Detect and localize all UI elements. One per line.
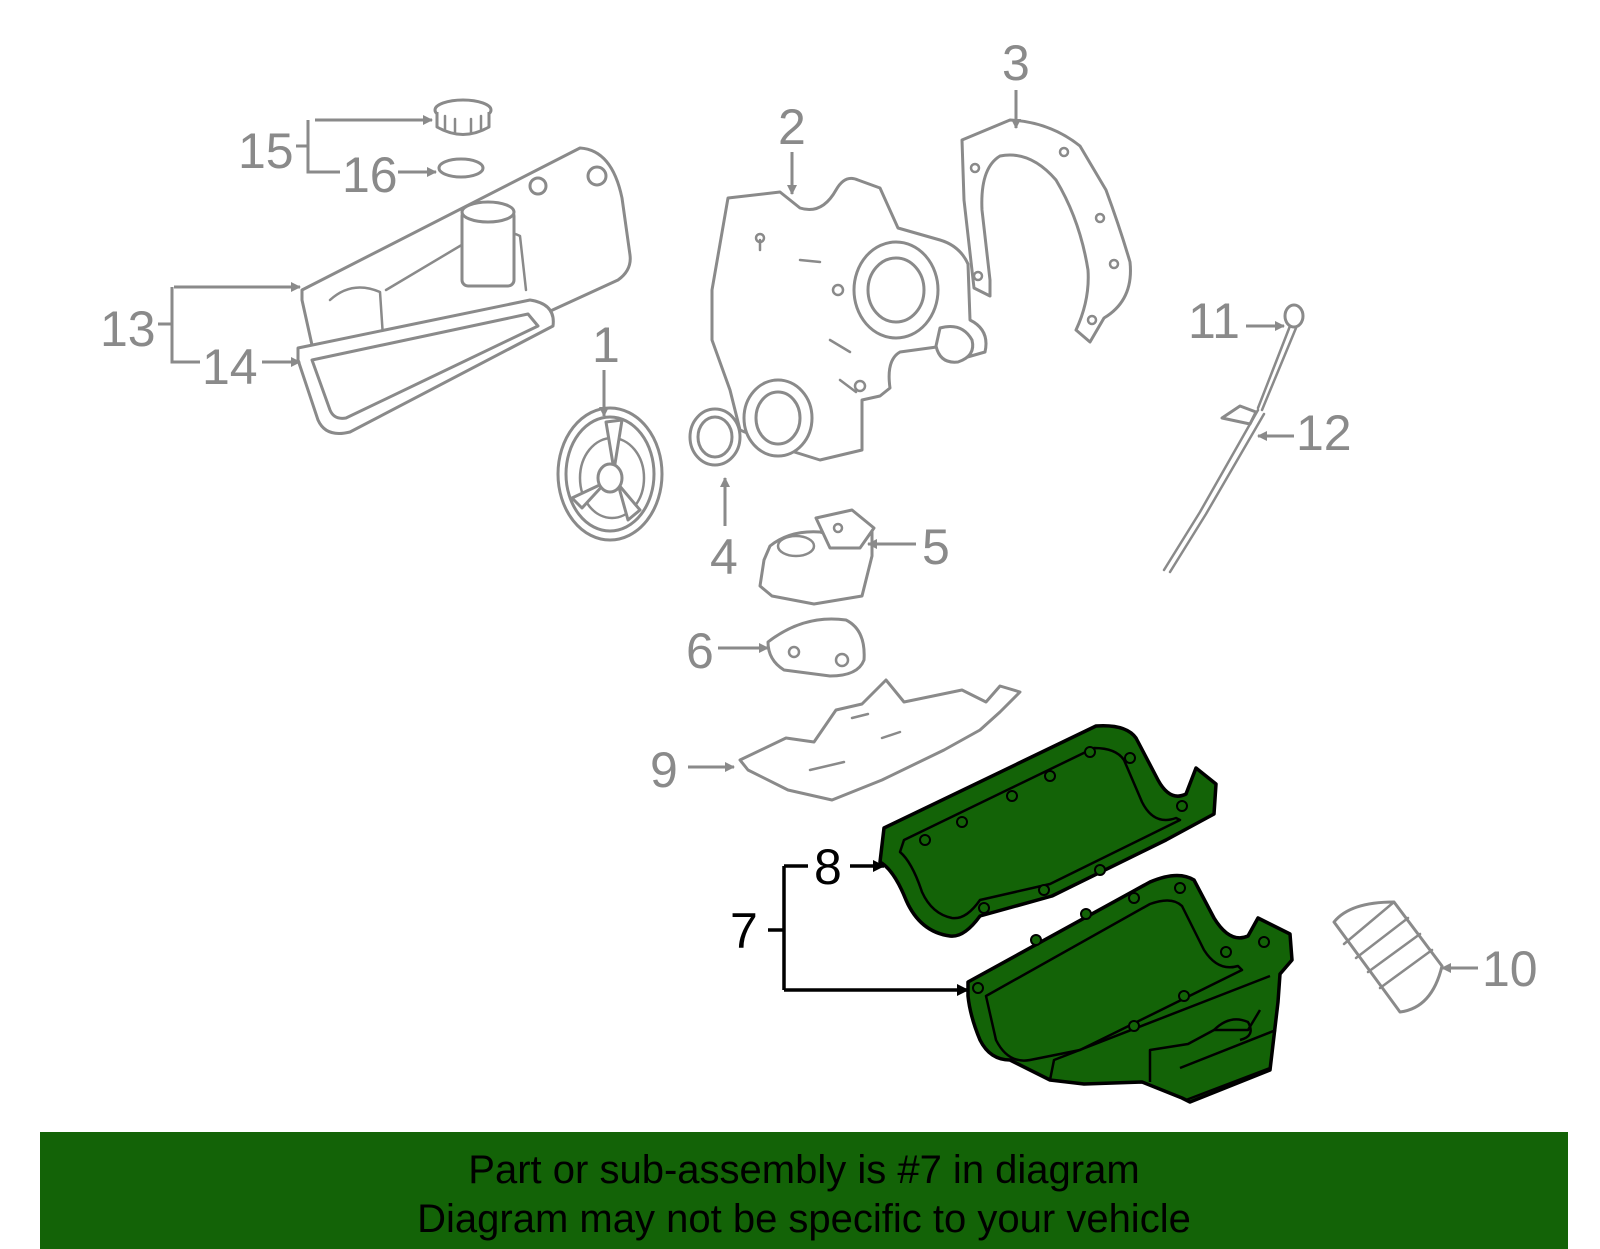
oil-pan-gasket[interactable]	[878, 724, 1218, 938]
callout-8: 8	[814, 839, 842, 895]
callout-7: 7	[730, 903, 758, 959]
callout-3: 3	[1002, 35, 1030, 91]
banner-part-text: Part or sub-assembly is #7 in diagram	[468, 1148, 1140, 1192]
callout-13: 13	[100, 301, 156, 357]
crankshaft-pulley[interactable]	[556, 406, 664, 542]
filler-cap-seal[interactable]	[437, 157, 485, 179]
oil-pump[interactable]	[758, 508, 876, 606]
callout-2: 2	[778, 99, 806, 155]
callout-16: 16	[342, 147, 398, 203]
callout-4: 4	[710, 529, 738, 585]
oil-filter[interactable]	[1332, 900, 1444, 1014]
leader-lines	[158, 90, 1478, 996]
rear-cover-gasket[interactable]	[960, 118, 1132, 344]
callout-10: 10	[1482, 941, 1538, 997]
callout-15: 15	[238, 123, 294, 179]
oil-windage-tray[interactable]	[738, 678, 1022, 802]
oil-pump-screen[interactable]	[766, 617, 866, 678]
callout-5: 5	[922, 519, 950, 575]
oil-pan[interactable]	[966, 873, 1294, 1104]
callout-11: 11	[1188, 293, 1240, 349]
oil-filler-cap[interactable]	[433, 98, 493, 136]
callout-9: 9	[650, 742, 678, 798]
crankshaft-front-seal[interactable]	[688, 407, 742, 467]
dipstick-tube[interactable]	[1162, 404, 1266, 574]
callout-1: 1	[592, 317, 620, 373]
oil-dipstick[interactable]	[1256, 303, 1305, 412]
callout-6: 6	[686, 623, 714, 679]
engine-front-cover[interactable]	[710, 176, 988, 462]
part-info-banner: Part or sub-assembly is #7 in diagram Di…	[40, 1132, 1568, 1249]
banner-disclaimer-text: Diagram may not be specific to your vehi…	[417, 1197, 1191, 1241]
valve-cover-gasket[interactable]	[296, 298, 555, 435]
callout-14: 14	[202, 339, 258, 395]
callout-12: 12	[1296, 405, 1352, 461]
